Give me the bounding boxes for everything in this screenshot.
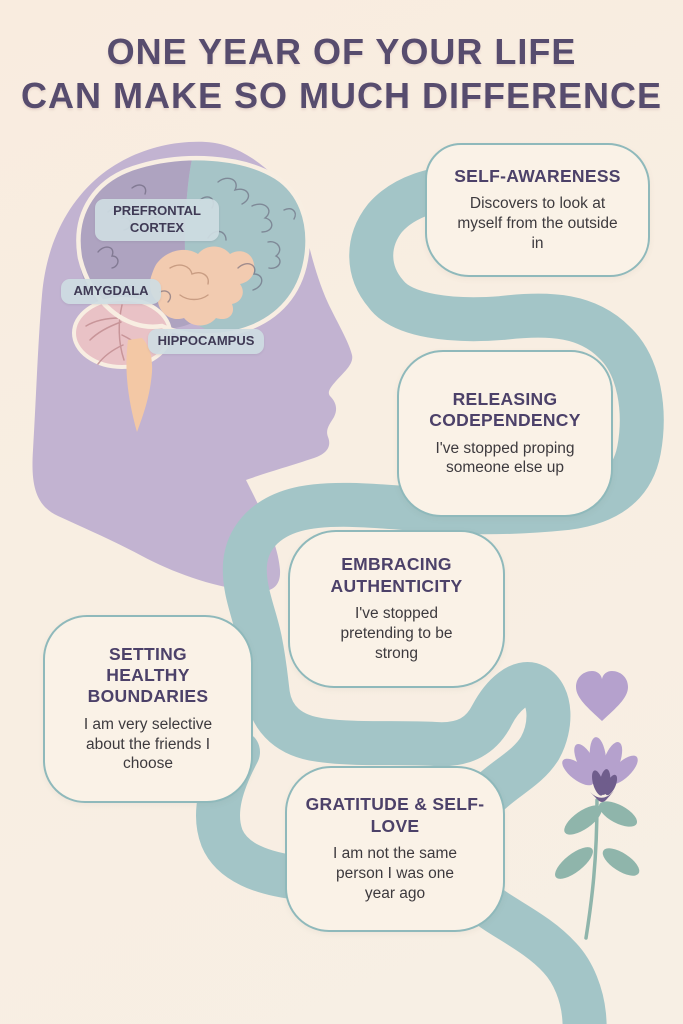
card-heading: SETTING HEALTHY BOUNDARIES — [87, 643, 209, 707]
card-self-awareness: SELF-AWARENESS Discovers to look at myse… — [425, 143, 650, 277]
card-body: I am very selective about the friends I … — [83, 715, 213, 773]
brain-label-prefrontal-cortex: PREFRONTAL CORTEX — [95, 199, 219, 241]
card-gratitude-self-love: GRATITUDE & SELF-LOVE I am not the same … — [285, 766, 505, 932]
card-releasing-codependency: RELEASING CODEPENDENCY I've stopped prop… — [397, 350, 613, 517]
page-title: ONE YEAR OF YOUR LIFE CAN MAKE SO MUCH D… — [0, 30, 683, 118]
card-body: I've stopped proping someone else up — [435, 439, 575, 477]
page-title-line1: ONE YEAR OF YOUR LIFE — [106, 31, 577, 72]
card-body: Discovers to look at myself from the out… — [457, 195, 618, 253]
brain-label-amygdala: AMYGDALA — [61, 279, 161, 304]
card-heading: GRATITUDE & SELF-LOVE — [305, 794, 485, 836]
card-embracing-authenticity: EMBRACING AUTHENTICITY I've stopped pret… — [288, 530, 505, 688]
card-body: I am not the same person I was one year … — [332, 845, 458, 902]
brain-label-hippocampus: HIPPOCAMPUS — [148, 329, 264, 354]
card-heading: SELF-AWARENESS — [454, 166, 621, 187]
flower-icon — [555, 737, 640, 940]
card-heading: RELEASING CODEPENDENCY — [429, 388, 581, 431]
card-body: I've stopped pretending to be strong — [340, 605, 453, 662]
card-heading: EMBRACING AUTHENTICITY — [330, 554, 463, 596]
page-title-line2: CAN MAKE SO MUCH DIFFERENCE — [20, 74, 662, 116]
card-setting-healthy-boundaries: SETTING HEALTHY BOUNDARIES I am very sel… — [43, 615, 253, 803]
heart-icon — [576, 671, 628, 721]
